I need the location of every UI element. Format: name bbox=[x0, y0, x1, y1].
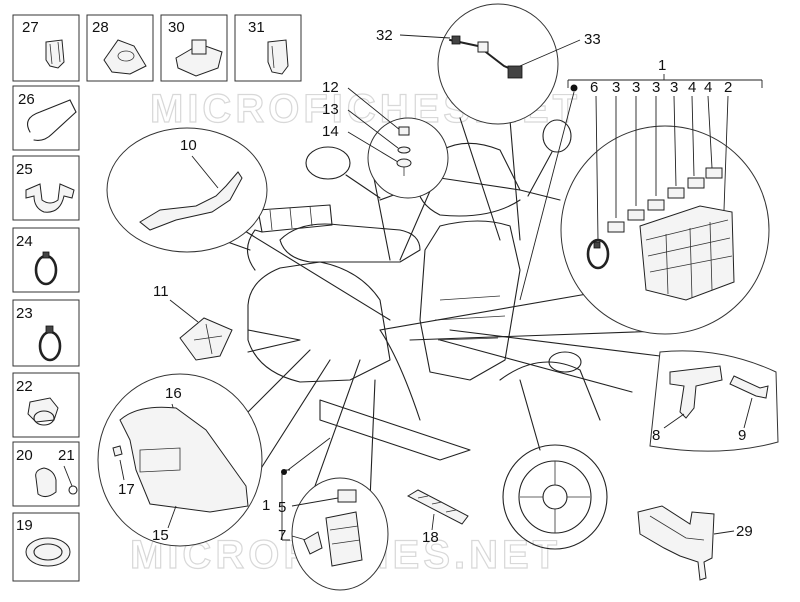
label-25: 25 bbox=[16, 161, 33, 178]
label-32: 32 bbox=[376, 27, 393, 44]
label-2: 2 bbox=[724, 79, 732, 96]
box-part-26[interactable]: 26 bbox=[12, 85, 80, 151]
box-part-31[interactable]: 31 bbox=[234, 14, 302, 82]
callout-parts-5-7[interactable]: 1 5 7 bbox=[262, 359, 389, 591]
label-27: 27 bbox=[22, 19, 39, 36]
label-33: 33 bbox=[584, 31, 601, 48]
label-4a: 4 bbox=[688, 79, 696, 96]
label-6: 6 bbox=[590, 79, 598, 96]
callout-part-15[interactable]: 16 17 15 bbox=[97, 349, 331, 547]
label-8: 8 bbox=[652, 427, 660, 444]
label-15: 15 bbox=[152, 527, 169, 544]
label-5: 5 bbox=[278, 499, 286, 516]
label-1b: 1 bbox=[262, 497, 270, 514]
part-29[interactable]: 29 bbox=[637, 505, 753, 581]
box-part-24[interactable]: 24 bbox=[12, 227, 80, 293]
label-3b: 3 bbox=[632, 79, 640, 96]
label-11: 11 bbox=[153, 283, 169, 300]
label-9: 9 bbox=[738, 427, 746, 444]
label-23: 23 bbox=[16, 305, 33, 322]
scooter-body bbox=[246, 119, 608, 550]
callout-parts-32-33[interactable]: 32 33 bbox=[376, 3, 601, 241]
label-3c: 3 bbox=[652, 79, 660, 96]
label-21: 21 bbox=[58, 447, 75, 464]
label-17: 17 bbox=[118, 481, 135, 498]
label-7: 7 bbox=[278, 527, 286, 544]
label-28: 28 bbox=[92, 19, 109, 36]
callout-parts-12-14[interactable]: 12 13 14 bbox=[322, 79, 449, 261]
part-18[interactable]: 18 bbox=[406, 489, 469, 546]
label-1: 1 bbox=[658, 57, 666, 74]
label-16: 16 bbox=[165, 385, 182, 402]
label-10: 10 bbox=[180, 137, 197, 154]
label-4b: 4 bbox=[704, 79, 712, 96]
label-12: 12 bbox=[322, 79, 339, 96]
label-26: 26 bbox=[18, 91, 35, 108]
box-part-20-21[interactable]: 20 21 bbox=[12, 441, 80, 507]
label-20: 20 bbox=[16, 447, 33, 464]
box-part-19[interactable]: 19 bbox=[12, 512, 80, 582]
callout-part-10[interactable]: 10 bbox=[106, 127, 391, 321]
label-3a: 3 bbox=[612, 79, 620, 96]
box-part-28[interactable]: 28 bbox=[86, 14, 154, 82]
label-19: 19 bbox=[16, 517, 33, 534]
box-part-30[interactable]: 30 bbox=[160, 14, 228, 82]
callout-fuse-box[interactable]: 1 6 3 3 3 3 4 4 2 bbox=[379, 57, 770, 341]
label-18: 18 bbox=[422, 529, 439, 546]
label-3d: 3 bbox=[670, 79, 678, 96]
label-22: 22 bbox=[16, 378, 33, 395]
label-29: 29 bbox=[736, 523, 753, 540]
label-31: 31 bbox=[248, 19, 265, 36]
label-14: 14 bbox=[322, 123, 339, 140]
callout-part-11[interactable]: 11 bbox=[153, 283, 301, 361]
box-part-23[interactable]: 23 bbox=[12, 299, 80, 367]
box-part-25[interactable]: 25 bbox=[12, 155, 80, 221]
label-30: 30 bbox=[168, 19, 185, 36]
label-24: 24 bbox=[16, 233, 33, 250]
callout-parts-8-9[interactable]: 8 9 bbox=[439, 329, 779, 452]
label-13: 13 bbox=[322, 101, 339, 118]
box-part-27[interactable]: 27 bbox=[12, 14, 80, 82]
box-part-22[interactable]: 22 bbox=[12, 372, 80, 438]
